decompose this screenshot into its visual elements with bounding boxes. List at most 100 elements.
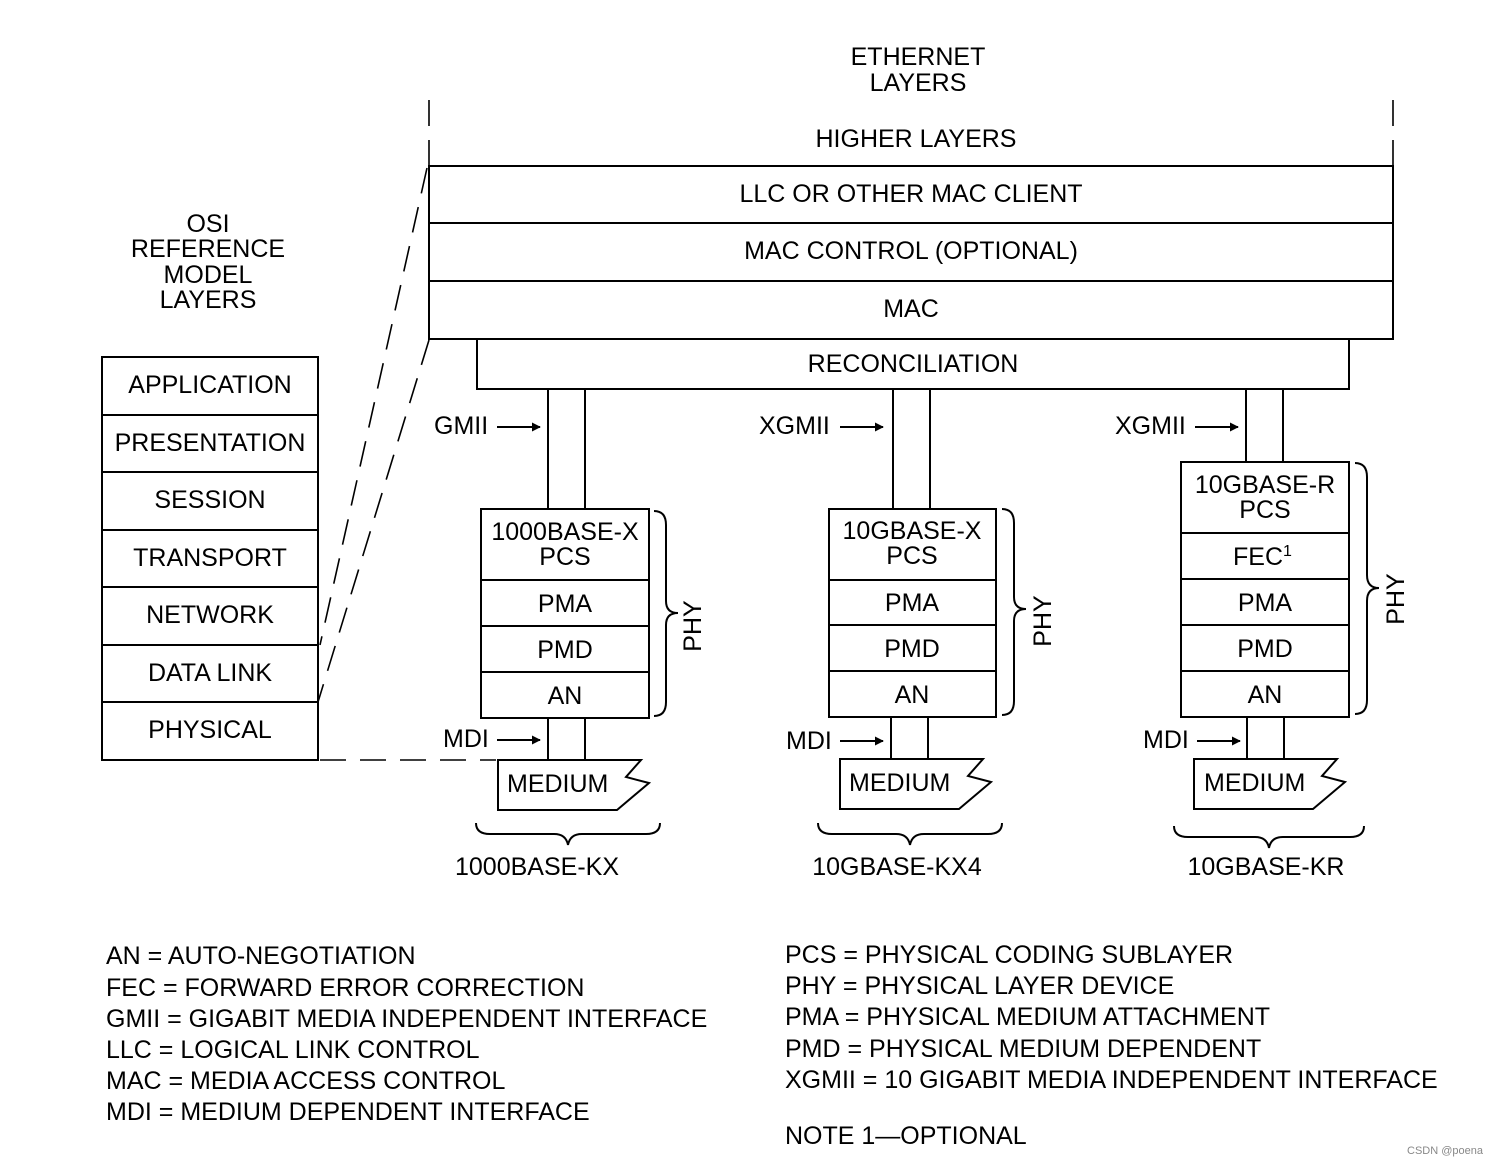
pcs-label-line-1: 1000BASE-X xyxy=(491,518,639,546)
legend-item: XGMII = 10 GIGABIT MEDIA INDEPENDENT INT… xyxy=(785,1066,1438,1094)
osi-title-line-1: OSI xyxy=(186,210,229,238)
osi-title-line-3: MODEL xyxy=(164,261,253,289)
pcs-sublayer xyxy=(1180,461,1350,534)
phy-name-brace xyxy=(475,822,661,846)
an-label: AN xyxy=(548,682,583,710)
phy-label: PHY xyxy=(1029,595,1057,647)
osi-layer-application xyxy=(101,356,319,416)
pmd-label: PMD xyxy=(884,635,940,663)
osi-layer-label: DATA LINK xyxy=(148,659,272,687)
mdi-label: MDI xyxy=(443,725,489,753)
phy-name-brace xyxy=(1173,825,1365,849)
phy-name-label: 1000BASE-KX xyxy=(455,853,619,881)
an-label: AN xyxy=(1248,681,1283,709)
legend-item: AN = AUTO-NEGOTIATION xyxy=(106,942,416,970)
osi-layer-transport xyxy=(101,529,319,588)
osi-layer-data-link xyxy=(101,644,319,703)
legend-item: PCS = PHYSICAL CODING SUBLAYER xyxy=(785,941,1233,969)
phy-brace xyxy=(1001,508,1027,716)
osi-title: OSI REFERENCE MODEL LAYERS xyxy=(131,210,285,314)
pcs-label-line-1: 10GBASE-R xyxy=(1195,471,1335,499)
note-text: NOTE 1—OPTIONAL xyxy=(785,1122,1027,1150)
gmii-label: GMII xyxy=(434,412,488,440)
pcs-sublayer xyxy=(480,508,650,581)
mac-layer xyxy=(428,280,1394,340)
osi-title-line-4: LAYERS xyxy=(160,286,257,314)
llc-layer-label: LLC OR OTHER MAC CLIENT xyxy=(739,180,1082,208)
osi-layer-session xyxy=(101,471,319,531)
phy-1000base-kx: GMII 1000BASE-X PCS PMA PMD AN PHY MDI M… xyxy=(434,390,707,881)
an-sublayer xyxy=(480,671,650,719)
data-link-bottom-mapping-line xyxy=(317,339,430,703)
legend-left: AN = AUTO-NEGOTIATION FEC = FORWARD ERRO… xyxy=(106,942,707,1126)
phy-label: PHY xyxy=(679,600,707,652)
pcs-label-line-2: PCS xyxy=(539,543,590,571)
osi-layer-presentation xyxy=(101,414,319,473)
medium-shape xyxy=(1193,758,1348,810)
an-sublayer xyxy=(828,670,997,718)
mdi-label: MDI xyxy=(1143,726,1189,754)
reconciliation-layer xyxy=(476,338,1350,390)
osi-layer-label: NETWORK xyxy=(146,601,274,629)
legend-item: FEC = FORWARD ERROR CORRECTION xyxy=(106,974,585,1002)
an-sublayer xyxy=(1180,670,1350,718)
pcs-sublayer xyxy=(828,508,997,581)
legend-item: PMD = PHYSICAL MEDIUM DEPENDENT xyxy=(785,1035,1261,1063)
osi-layer-label: SESSION xyxy=(154,486,265,514)
higher-layers-label: HIGHER LAYERS xyxy=(816,125,1017,153)
medium-label: MEDIUM xyxy=(1204,769,1305,797)
pcs-label-line-2: PCS xyxy=(1239,496,1290,524)
xgmii-label: XGMII xyxy=(759,412,830,440)
ethernet-title-line-2: LAYERS xyxy=(870,69,967,97)
legend-item: PMA = PHYSICAL MEDIUM ATTACHMENT xyxy=(785,1003,1270,1031)
fec-sublayer xyxy=(1180,532,1350,580)
xgmii-label: XGMII xyxy=(1115,412,1186,440)
medium-label: MEDIUM xyxy=(507,770,608,798)
pmd-label: PMD xyxy=(537,636,593,664)
mdi-label: MDI xyxy=(786,727,832,755)
watermark: CSDN @poena xyxy=(1407,1145,1484,1157)
pmd-sublayer xyxy=(828,624,997,672)
mac-control-layer xyxy=(428,222,1394,282)
legend-item: PHY = PHYSICAL LAYER DEVICE xyxy=(785,972,1174,1000)
pcs-label-line-1: 10GBASE-X xyxy=(843,517,982,545)
medium-label: MEDIUM xyxy=(849,769,950,797)
pma-label: PMA xyxy=(885,589,940,617)
osi-stack: APPLICATION PRESENTATION SESSION TRANSPO… xyxy=(101,356,319,761)
legend-right: PCS = PHYSICAL CODING SUBLAYER PHY = PHY… xyxy=(785,941,1438,1150)
legend-item: LLC = LOGICAL LINK CONTROL xyxy=(106,1036,480,1064)
phy-name-brace xyxy=(817,822,1003,846)
legend-item: MDI = MEDIUM DEPENDENT INTERFACE xyxy=(106,1098,590,1126)
ethernet-title: ETHERNET LAYERS xyxy=(851,43,986,97)
fec-footnote-marker: 1 xyxy=(1283,543,1292,560)
medium-shape xyxy=(497,759,652,811)
pma-sublayer xyxy=(480,579,650,627)
pmd-sublayer xyxy=(480,625,650,673)
mac-control-layer-label: MAC CONTROL (OPTIONAL) xyxy=(744,237,1078,265)
reconciliation-layer-label: RECONCILIATION xyxy=(808,350,1019,378)
phy-label: PHY xyxy=(1382,573,1410,625)
llc-layer xyxy=(428,165,1394,224)
phy-10gbase-kr: XGMII 10GBASE-R PCS FEC1 PMA PMD AN PHY … xyxy=(1115,390,1410,881)
mac-layer-label: MAC xyxy=(883,295,939,323)
phy-brace xyxy=(653,510,679,717)
osi-layer-label: APPLICATION xyxy=(128,371,291,399)
osi-layer-label: PRESENTATION xyxy=(115,429,306,457)
pma-sublayer xyxy=(828,579,997,626)
fec-label: FEC1 xyxy=(1233,543,1292,571)
medium-shape xyxy=(839,758,994,810)
pma-sublayer xyxy=(1180,578,1350,626)
osi-layer-physical xyxy=(101,701,319,761)
osi-layer-label: TRANSPORT xyxy=(133,544,287,572)
pmd-label: PMD xyxy=(1237,635,1293,663)
osi-title-line-2: REFERENCE xyxy=(131,235,285,263)
legend-item: MAC = MEDIA ACCESS CONTROL xyxy=(106,1067,505,1095)
phy-name-label: 10GBASE-KR xyxy=(1187,853,1344,881)
pmd-sublayer xyxy=(1180,624,1350,672)
phy-name-label: 10GBASE-KX4 xyxy=(812,853,982,881)
pcs-label-line-2: PCS xyxy=(886,542,937,570)
ethernet-stack: HIGHER LAYERS LLC OR OTHER MAC CLIENT MA… xyxy=(428,125,1394,390)
phy-brace xyxy=(1354,462,1380,715)
osi-mapping-lines xyxy=(317,100,1394,761)
